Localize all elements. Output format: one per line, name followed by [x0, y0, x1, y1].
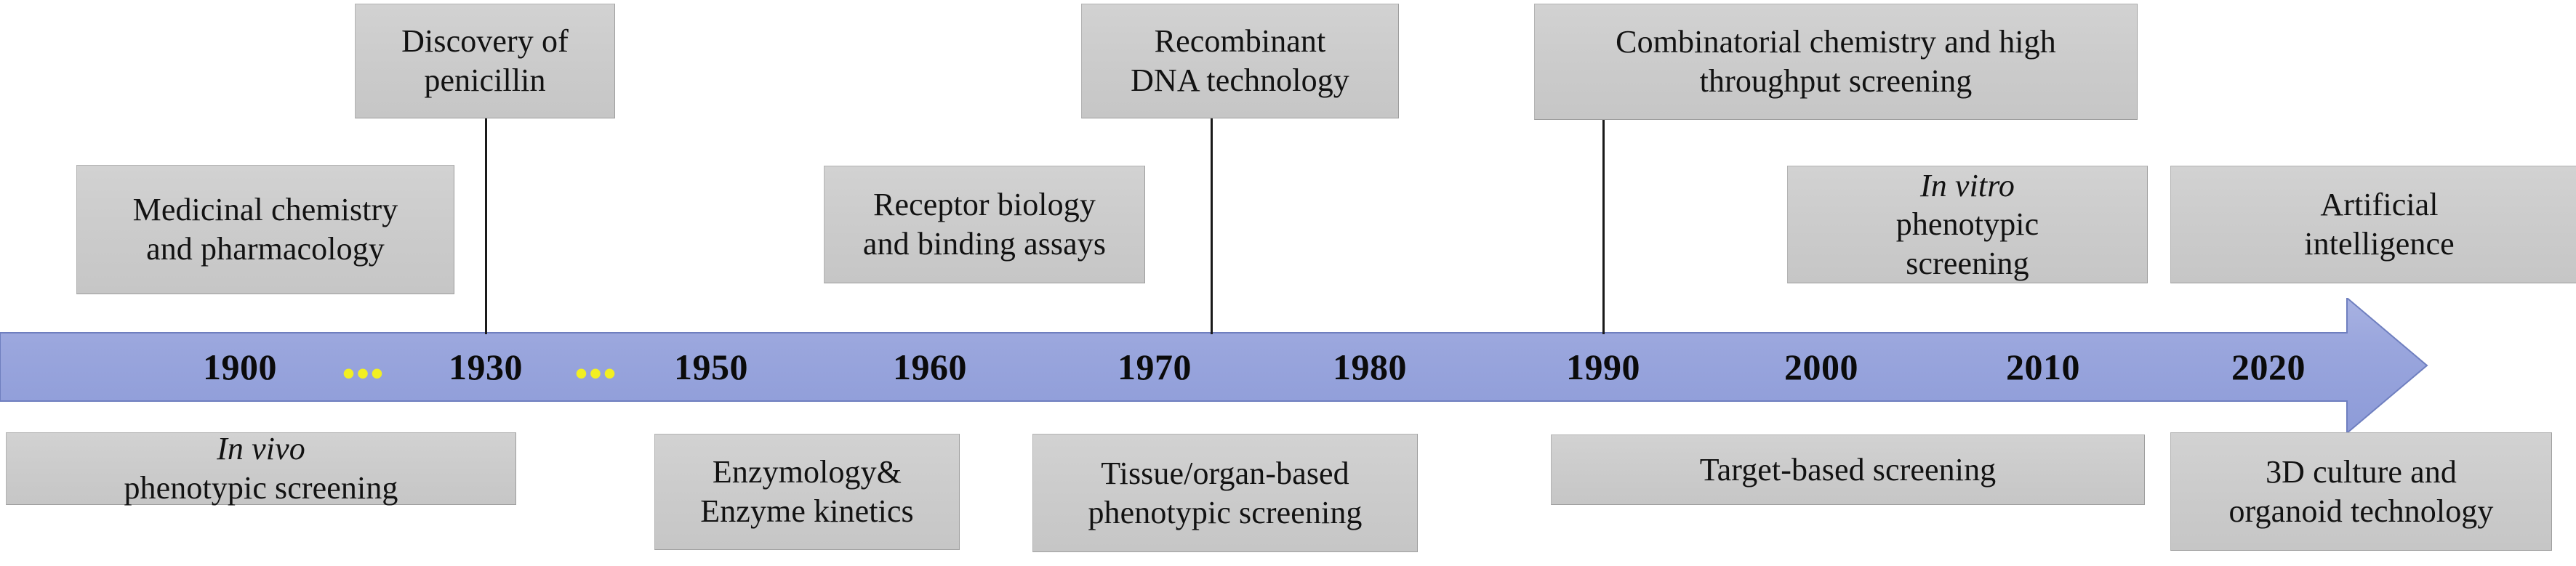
plain-term: phenotypic screening — [124, 470, 398, 506]
year-label-1950: 1950 — [674, 347, 748, 387]
connector-line-discovery-of-penicillin — [485, 118, 487, 334]
label-box-enzymology-and-enzyme-kinetics: Enzymology&Enzyme kinetics — [654, 434, 960, 550]
year-label-1960: 1960 — [893, 347, 967, 387]
label-line: Discovery of — [401, 23, 569, 60]
label-line: Target-based screening — [1699, 451, 1997, 488]
label-line: Receptor biology — [873, 187, 1096, 223]
label-line: screening — [1896, 244, 2039, 283]
label-line: 3D culture and — [2266, 453, 2457, 490]
connector-line-combinatorial-chemistry-and-high-throughput-screening — [1602, 120, 1605, 334]
label-line: and pharmacology — [146, 231, 385, 267]
label-line: throughput screening — [1699, 63, 1973, 99]
year-label-1900: 1900 — [203, 347, 277, 387]
timeline-year-labels: 1900 1930 1950 1960 1970 1980 1990 2000 2010 2020… — [0, 333, 2347, 401]
label-box-text: In vivo phenotypic screening — [124, 429, 398, 507]
year-label-1970: 1970 — [1118, 347, 1192, 387]
label-line: Artificial — [2320, 187, 2439, 223]
year-gap-ellipsis: ••• — [574, 353, 618, 394]
label-line: In vitro phenotypic — [1896, 166, 2039, 244]
year-label-2010: 2010 — [2006, 347, 2080, 387]
year-label-2000: 2000 — [1784, 347, 1858, 387]
label-box-target-based-screening: Target-based screening — [1551, 434, 2145, 505]
timeline-arrow — [0, 298, 2428, 433]
year-label-1980: 1980 — [1333, 347, 1407, 387]
year-gap-ellipsis: ••• — [342, 353, 385, 394]
plain-term: screening — [1906, 245, 2029, 281]
label-line: intelligence — [2304, 226, 2455, 262]
plain-term: phenotypic — [1895, 206, 2039, 243]
label-line: DNA technology — [1131, 62, 1349, 98]
label-line: Recombinant — [1154, 23, 1326, 60]
label-line: penicillin — [424, 62, 546, 98]
year-label-2020: 2020 — [2231, 347, 2306, 387]
label-line: phenotypic screening — [1088, 494, 1363, 530]
year-label-1930: 1930 — [449, 347, 523, 387]
label-line: Medicinal chemistry — [132, 192, 398, 228]
connector-line-recombinant-dna-technology — [1211, 118, 1213, 334]
timeline-arrow-shape — [0, 298, 2428, 433]
italic-term: In vitro — [1920, 167, 2015, 203]
label-box-text: Enzymology&Enzyme kinetics — [700, 453, 914, 530]
label-box-text: Target-based screening — [1700, 450, 1997, 490]
year-label-1990: 1990 — [1566, 347, 1640, 387]
label-line: organoid technology — [2228, 493, 2494, 529]
label-line: and binding assays — [862, 226, 1107, 262]
italic-term: In vivo — [217, 431, 305, 467]
label-box-in-vivo-phenotypic-screening: In vivo phenotypic screening — [6, 429, 516, 507]
label-line: Enzymology& — [712, 454, 902, 490]
label-line: Tissue/organ-based — [1101, 455, 1349, 491]
label-line: In vivo phenotypic screening — [124, 429, 398, 507]
label-line: Enzyme kinetics — [700, 493, 914, 529]
label-line: Combinatorial chemistry and high — [1616, 24, 2056, 60]
